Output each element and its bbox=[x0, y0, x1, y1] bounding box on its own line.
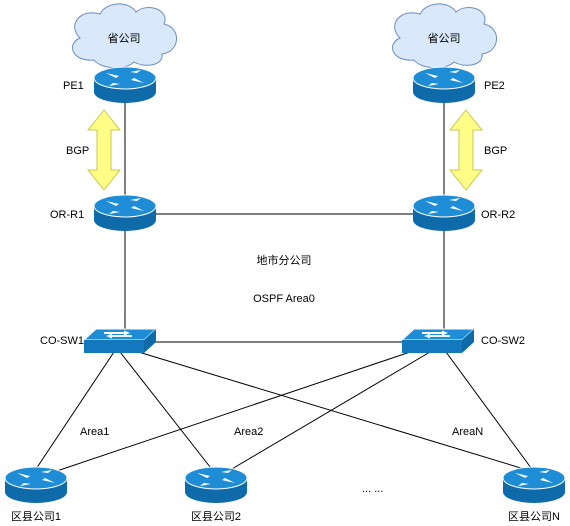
switch-co-sw2-icon[interactable] bbox=[401, 328, 475, 354]
link-sw1-branch1 bbox=[33, 351, 115, 473]
label-bgp-left: BGP bbox=[66, 145, 89, 157]
link-sw2-branchn bbox=[445, 351, 535, 473]
links bbox=[33, 98, 535, 477]
router-pe1-icon[interactable] bbox=[93, 66, 157, 104]
label-ospf-area0: OSPF Area0 bbox=[253, 293, 315, 305]
cloud-left: 省公司 bbox=[71, 3, 178, 69]
bgp-arrow-left bbox=[86, 109, 122, 191]
router-or-r1-icon[interactable] bbox=[93, 194, 157, 232]
label-area2: Area2 bbox=[234, 426, 263, 438]
router-branch2-icon[interactable] bbox=[184, 466, 248, 504]
label-co-sw1: CO-SW1 bbox=[40, 335, 84, 347]
label-pe1: PE1 bbox=[63, 80, 84, 92]
label-pe2: PE2 bbox=[484, 80, 505, 92]
cloud-left-label: 省公司 bbox=[108, 32, 141, 45]
router-or-r2-icon[interactable] bbox=[412, 194, 476, 232]
router-branch1-icon[interactable] bbox=[4, 466, 68, 504]
label-bgp-right: BGP bbox=[484, 145, 507, 157]
label-center-title: 地市分公司 bbox=[257, 253, 312, 267]
label-branch2: 区县公司2 bbox=[191, 510, 241, 523]
cloud-right-label: 省公司 bbox=[428, 32, 461, 45]
link-sw1-branch2 bbox=[119, 351, 215, 473]
link-sw1-branchn bbox=[131, 349, 535, 473]
switch-co-sw1-icon[interactable] bbox=[83, 328, 157, 354]
router-branchn-icon[interactable] bbox=[502, 466, 566, 504]
label-ellipsis: ... ... bbox=[362, 483, 383, 495]
link-sw2-branch2 bbox=[219, 351, 431, 477]
label-area1: Area1 bbox=[80, 426, 109, 438]
label-or-r2: OR-R2 bbox=[481, 209, 515, 221]
label-arean: AreaN bbox=[452, 426, 483, 438]
cloud-right: 省公司 bbox=[391, 3, 498, 69]
label-branchn: 区县公司N bbox=[508, 510, 560, 523]
label-or-r1: OR-R1 bbox=[50, 209, 84, 221]
label-branch1: 区县公司1 bbox=[11, 510, 61, 523]
router-pe2-icon[interactable] bbox=[412, 66, 476, 104]
link-sw2-branch1 bbox=[41, 349, 417, 477]
bgp-arrow-right bbox=[448, 109, 484, 191]
label-co-sw2: CO-SW2 bbox=[481, 335, 525, 347]
